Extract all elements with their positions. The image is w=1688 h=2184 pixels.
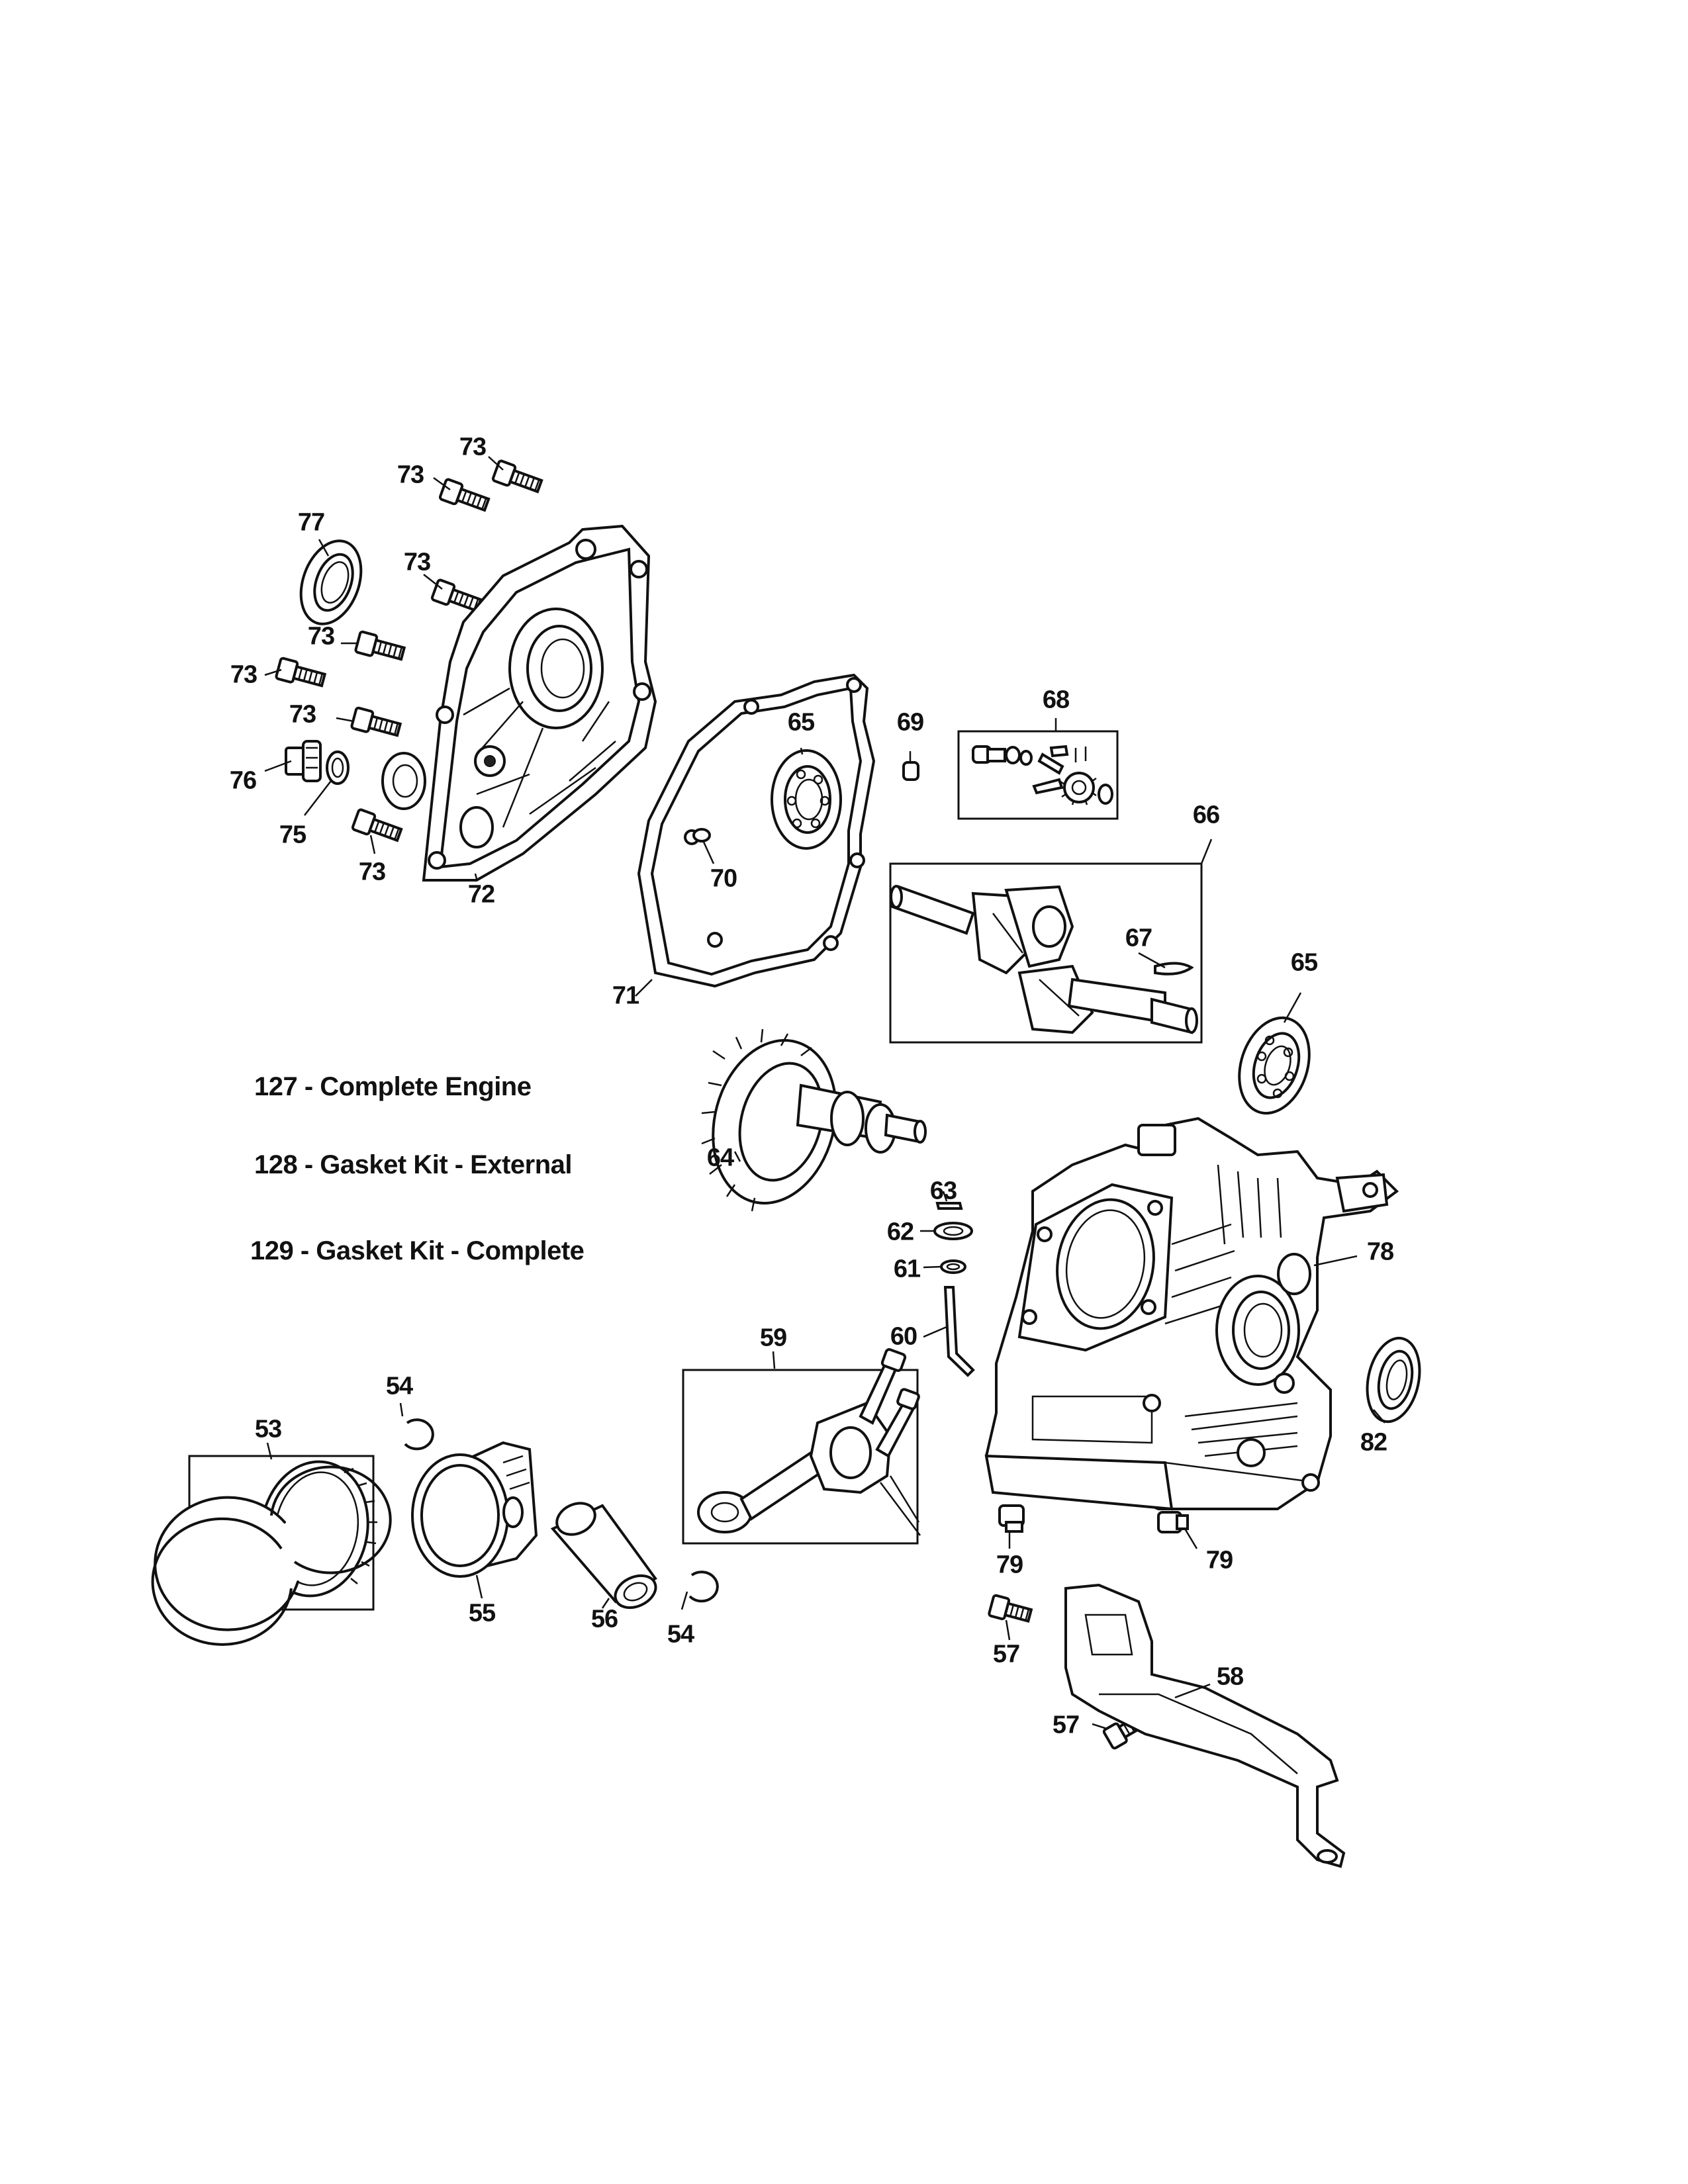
oil-seal-82 (1366, 1336, 1421, 1424)
screw-73-f (350, 706, 402, 737)
callout-58: 58 (1216, 1662, 1244, 1691)
crankshaft-66 (889, 862, 1203, 1044)
callout-82: 82 (1360, 1428, 1387, 1457)
callout-59: 59 (759, 1324, 787, 1352)
screw-73-d (354, 630, 406, 661)
seal-62 (933, 1222, 973, 1240)
drain-plug-79-b (1157, 1511, 1189, 1533)
callout-64: 64 (706, 1144, 734, 1172)
callout-73: 73 (459, 433, 487, 461)
bracket-58 (1064, 1583, 1346, 1868)
oil-seal-77 (299, 539, 363, 625)
callout-78: 78 (1366, 1238, 1394, 1266)
callout-73: 73 (307, 622, 335, 651)
callout-73: 73 (397, 461, 424, 489)
callout-72: 72 (467, 880, 495, 909)
screw-73-a (491, 459, 543, 494)
callout-73: 73 (403, 548, 431, 576)
callout-79: 79 (996, 1551, 1023, 1579)
callout-63: 63 (929, 1177, 957, 1205)
bearing-65-right (1238, 1016, 1311, 1115)
screw-73-g (351, 808, 403, 842)
callout-73: 73 (289, 700, 316, 729)
piston-rings-53 (151, 1455, 392, 1646)
circlip-54-upper (404, 1418, 434, 1451)
callout-54: 54 (667, 1620, 694, 1649)
bearing-65-upper (771, 749, 842, 850)
callout-77: 77 (297, 508, 325, 537)
note-gasket-kit-complete: 129 - Gasket Kit - Complete (250, 1236, 585, 1265)
camshaft-gear-64 (701, 1028, 927, 1212)
piston-pin-56 (550, 1502, 657, 1610)
washer-75 (326, 751, 350, 785)
drain-plug-79-a (998, 1504, 1025, 1533)
leader-lines (264, 456, 1385, 1730)
pin-63 (935, 1202, 963, 1210)
callout-71: 71 (612, 981, 639, 1010)
callout-57: 57 (992, 1640, 1020, 1668)
crankcase-cover-72 (381, 524, 657, 882)
governor-assembly-68 (957, 730, 1119, 820)
callout-73: 73 (230, 660, 258, 689)
screw-73-e (275, 657, 327, 688)
note-complete-engine: 127 - Complete Engine (254, 1072, 532, 1101)
callout-70: 70 (710, 864, 737, 893)
callout-62: 62 (886, 1218, 914, 1246)
callout-76: 76 (229, 766, 257, 795)
callout-54: 54 (385, 1372, 413, 1400)
callout-69: 69 (896, 708, 924, 737)
bolt-57-a (988, 1594, 1033, 1623)
callout-67: 67 (1125, 924, 1152, 952)
callout-73: 73 (358, 858, 386, 886)
callout-61: 61 (893, 1255, 921, 1283)
piston-55 (411, 1441, 538, 1578)
gasket-71 (637, 673, 876, 988)
circlip-54-lower (688, 1570, 719, 1603)
note-gasket-kit-external: 128 - Gasket Kit - External (254, 1150, 573, 1179)
callout-65: 65 (787, 708, 815, 737)
connecting-rod-59 (682, 1348, 921, 1545)
plug-76 (285, 740, 322, 782)
callout-53: 53 (254, 1415, 282, 1443)
callout-65: 65 (1290, 948, 1318, 977)
callout-66: 66 (1192, 801, 1220, 829)
callout-68: 68 (1042, 686, 1070, 714)
callout-60: 60 (890, 1322, 917, 1351)
callout-57: 57 (1052, 1711, 1080, 1739)
callout-55: 55 (468, 1599, 496, 1627)
crankcase-78 (984, 1116, 1399, 1511)
woodruff-key-67 (1154, 962, 1194, 976)
callout-79: 79 (1205, 1546, 1233, 1574)
callout-56: 56 (590, 1605, 618, 1633)
dowel-pin-69 (902, 761, 919, 781)
callout-75: 75 (279, 821, 306, 849)
washer-61 (940, 1259, 966, 1274)
dipstick-60 (943, 1286, 975, 1377)
screw-73-b (438, 478, 491, 512)
